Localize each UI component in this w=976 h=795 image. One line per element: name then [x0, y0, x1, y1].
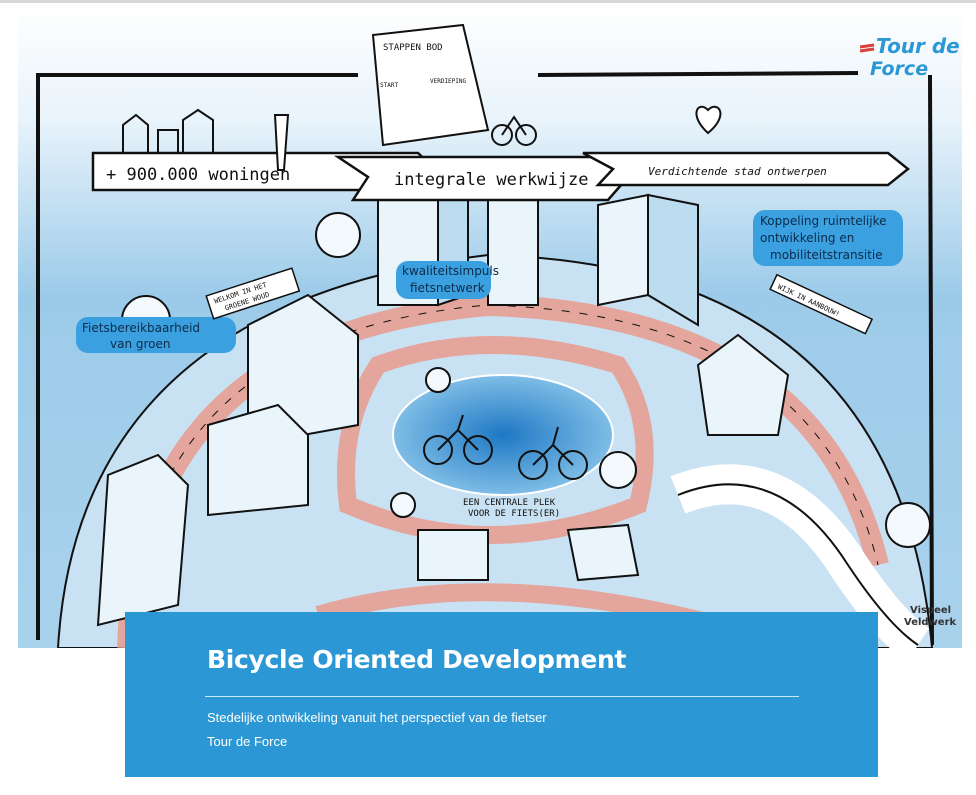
label-coupling-1: Koppeling ruimtelijke — [760, 214, 887, 228]
svg-text:Tour de: Tour de — [876, 34, 960, 58]
label-coupling-3: mobiliteitstransitie — [770, 248, 883, 262]
arrow-label-werkwijze: integrale werkwijze — [394, 170, 588, 190]
bicycle-icon — [423, 414, 588, 480]
label-green-1: Fietsbereikbaarheid — [82, 321, 200, 335]
board-step: VERDIEPING — [430, 78, 467, 85]
credit-line-2: Veldwerk — [904, 617, 957, 628]
heart-icon — [695, 105, 722, 135]
cyclist-icon — [491, 115, 537, 146]
label-quality-1: kwaliteitsimpuls — [402, 264, 499, 278]
tour-de-force-logo: Tour de Force — [859, 34, 960, 80]
step-board — [371, 23, 490, 147]
document-title: Bicycle Oriented Development — [207, 645, 627, 674]
document-subtitle: Stedelijke ontwikkeling vanuit het persp… — [207, 710, 547, 725]
arrow-label-verdichten: Verdichtende stad ontwerpen — [648, 165, 827, 178]
cover-title-box: Bicycle Oriented Development Stedelijke … — [125, 612, 878, 777]
document-organisation: Tour de Force — [207, 734, 288, 749]
plaza-label-1: EEN CENTRALE PLEK — [463, 498, 556, 508]
label-green-2: van groen — [110, 337, 171, 351]
title-divider — [205, 696, 799, 697]
label-coupling-2: ontwikkeling en — [760, 231, 854, 245]
plaza-label-2: VOOR DE FIETS(ER) — [468, 509, 560, 519]
board-start: START — [380, 82, 398, 89]
top-divider — [0, 0, 976, 3]
board-title: STAPPEN BOD — [383, 43, 443, 53]
credit-line-1: Visueel — [910, 605, 951, 616]
exclamation-icon — [273, 114, 290, 171]
arrow-label-woningen: + 900.000 woningen — [106, 165, 290, 185]
label-quality-2: fietsnetwerk — [410, 281, 485, 295]
cover-illustration: EEN CENTRALE PLEK VOOR DE FIETS(ER) + 90… — [18, 5, 962, 648]
houses-icon — [122, 108, 214, 153]
svg-text:Force: Force — [870, 58, 928, 80]
